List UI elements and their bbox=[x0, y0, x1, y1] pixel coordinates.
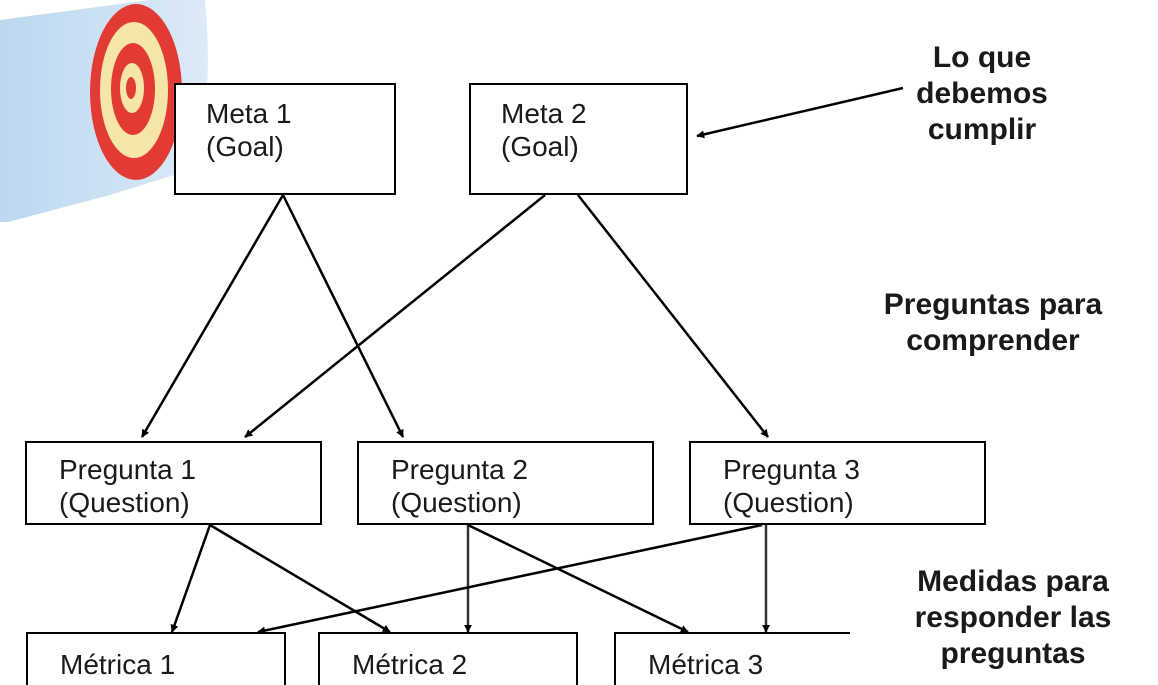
metrics-note: Medidas para responder las preguntas bbox=[868, 564, 1158, 672]
arrow-goal2-question3 bbox=[577, 194, 769, 438]
arrow-question1-metric1 bbox=[170, 524, 212, 633]
goal-title: Meta 2 bbox=[501, 98, 587, 129]
goals-note-line: cumplir bbox=[927, 113, 1037, 146]
question-box-3: Pregunta 3 (Question) bbox=[689, 441, 986, 525]
goals-note-line: debemos bbox=[916, 77, 1048, 110]
question-box-1: Pregunta 1 (Question) bbox=[25, 441, 322, 525]
metrics-note-line: responder las bbox=[914, 601, 1112, 634]
goal-title: Meta 1 bbox=[206, 98, 292, 129]
question-subtitle: (Question) bbox=[59, 487, 190, 518]
question-title: Pregunta 3 bbox=[723, 454, 860, 485]
metrics-note-line: Medidas para bbox=[917, 565, 1109, 598]
arrow-question3-metric1 bbox=[257, 523, 763, 635]
goal-subtitle: (Goal) bbox=[206, 131, 284, 162]
metrics-note-line: preguntas bbox=[940, 637, 1086, 670]
metric-title: Métrica 1 bbox=[60, 649, 176, 680]
question-box-2: Pregunta 2 (Question) bbox=[357, 441, 654, 525]
goals-note: Lo que debemos cumplir bbox=[872, 40, 1092, 148]
goal-box-1: Meta 1 (Goal) bbox=[174, 83, 396, 195]
arrow-goal1-question1 bbox=[140, 194, 285, 438]
question-title: Pregunta 2 bbox=[391, 454, 528, 485]
arrow-goal2-question1 bbox=[244, 194, 546, 438]
target-icon bbox=[0, 0, 208, 222]
arrow-question1-metric2 bbox=[209, 523, 391, 634]
goals-note-line: Lo que bbox=[932, 41, 1032, 74]
metric-box-1: Métrica 1 bbox=[26, 632, 286, 685]
target-bullseye bbox=[126, 77, 136, 99]
question-subtitle: (Question) bbox=[391, 487, 522, 518]
questions-note-line: Preguntas para bbox=[883, 288, 1103, 321]
goal-subtitle: (Goal) bbox=[501, 131, 579, 162]
arrow-question2-metric3 bbox=[467, 523, 689, 634]
arrow-goal1-question2 bbox=[281, 194, 405, 438]
questions-note-line: comprender bbox=[906, 324, 1080, 357]
questions-note: Preguntas para comprender bbox=[828, 287, 1158, 359]
metric-box-3: Métrica 3 bbox=[614, 632, 850, 685]
arrow-note-goal2 bbox=[696, 86, 904, 139]
question-subtitle: (Question) bbox=[723, 487, 854, 518]
metric-title: Métrica 2 bbox=[352, 649, 468, 680]
goal-box-2: Meta 2 (Goal) bbox=[469, 83, 688, 195]
metric-title: Métrica 3 bbox=[648, 649, 764, 680]
question-title: Pregunta 1 bbox=[59, 454, 196, 485]
metric-box-2: Métrica 2 bbox=[318, 632, 578, 685]
